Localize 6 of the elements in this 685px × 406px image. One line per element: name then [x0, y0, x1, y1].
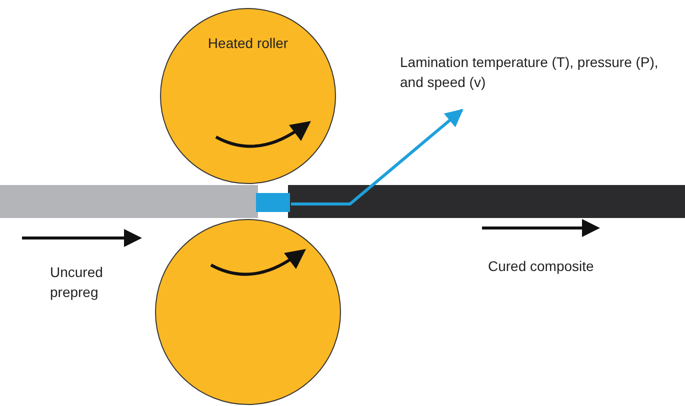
nip-zone — [256, 193, 290, 212]
process-parameters-label: Lamination temperature (T), pressure (P), and speed (v) — [400, 53, 660, 92]
output-material-label: Cured composite — [488, 257, 595, 276]
arrow — [291, 108, 464, 206]
roller-label: Heated roller — [206, 34, 290, 53]
input-material-label: Uncured prepreg — [50, 263, 104, 302]
